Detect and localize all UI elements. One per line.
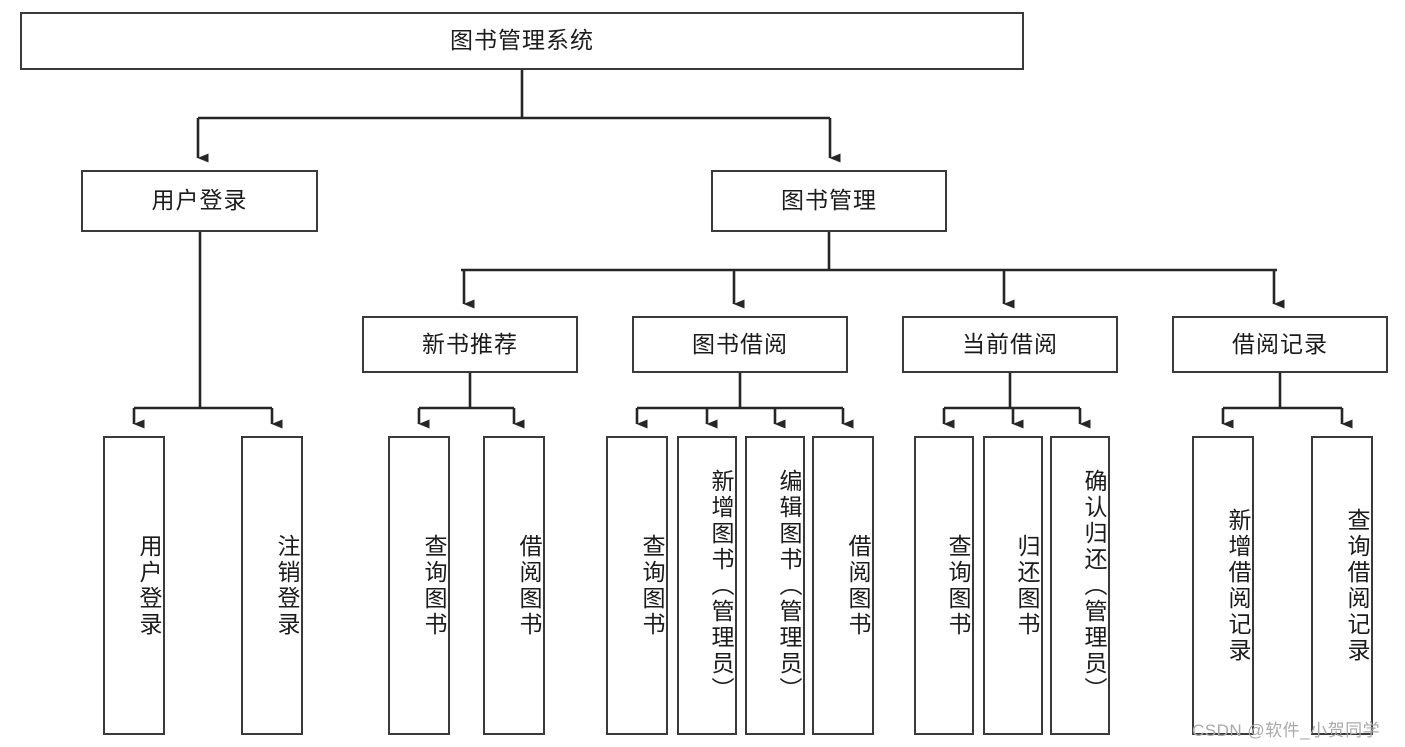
node-leaf-edit-book[interactable]: 编辑图书（管理员） xyxy=(745,436,805,735)
node-label: 图书借阅 xyxy=(692,330,788,357)
node-leaf-add-record[interactable]: 新增借阅记录 xyxy=(1192,436,1254,735)
node-leaf-borrow-book-bor[interactable]: 借阅图书 xyxy=(812,436,874,735)
node-label: 查询借阅记录 xyxy=(1344,507,1370,664)
node-label: 借阅图书 xyxy=(845,533,871,638)
node-label: 用户登录 xyxy=(136,533,162,638)
node-leaf-logout[interactable]: 注销登录 xyxy=(241,436,303,735)
node-label: 新书推荐 xyxy=(422,330,518,357)
node-label: 图书管理系统 xyxy=(450,27,594,54)
node-label: 图书管理 xyxy=(781,187,877,214)
node-leaf-return-book[interactable]: 归还图书 xyxy=(983,436,1043,735)
node-leaf-query-book-rec[interactable]: 查询图书 xyxy=(388,436,450,735)
node-label: 编辑图书（管理员） xyxy=(776,468,802,703)
node-label: 借阅记录 xyxy=(1232,330,1328,357)
node-label: 查询图书 xyxy=(639,533,665,638)
node-leaf-query-book-bor[interactable]: 查询图书 xyxy=(606,436,668,735)
node-leaf-add-book[interactable]: 新增图书（管理员） xyxy=(677,436,737,735)
node-user-login[interactable]: 用户登录 xyxy=(81,170,318,232)
node-leaf-user-login[interactable]: 用户登录 xyxy=(103,436,165,735)
node-label: 归还图书 xyxy=(1014,533,1040,638)
node-leaf-query-record[interactable]: 查询借阅记录 xyxy=(1311,436,1373,735)
node-current-borrow[interactable]: 当前借阅 xyxy=(902,316,1118,373)
node-new-book-recommend[interactable]: 新书推荐 xyxy=(362,316,578,373)
node-label: 借阅图书 xyxy=(516,533,542,638)
node-book-borrow[interactable]: 图书借阅 xyxy=(632,316,848,373)
node-leaf-borrow-book-rec[interactable]: 借阅图书 xyxy=(483,436,545,735)
node-label: 用户登录 xyxy=(151,187,248,214)
node-book-manage[interactable]: 图书管理 xyxy=(711,170,947,232)
node-label: 新增借阅记录 xyxy=(1225,507,1251,664)
node-borrow-record[interactable]: 借阅记录 xyxy=(1172,316,1388,373)
node-label: 新增图书（管理员） xyxy=(708,468,734,703)
node-leaf-confirm-return[interactable]: 确认归还（管理员） xyxy=(1050,436,1110,735)
node-leaf-query-book-cur[interactable]: 查询图书 xyxy=(914,436,974,735)
node-label: 注销登录 xyxy=(274,533,300,638)
node-label: 查询图书 xyxy=(945,533,971,638)
node-root[interactable]: 图书管理系统 xyxy=(20,12,1024,70)
node-label: 确认归还（管理员） xyxy=(1081,468,1107,703)
csdn-watermark: CSDN @软件_小贺同学 xyxy=(1192,721,1381,740)
node-label: 查询图书 xyxy=(421,533,447,638)
node-label: 当前借阅 xyxy=(962,330,1058,357)
